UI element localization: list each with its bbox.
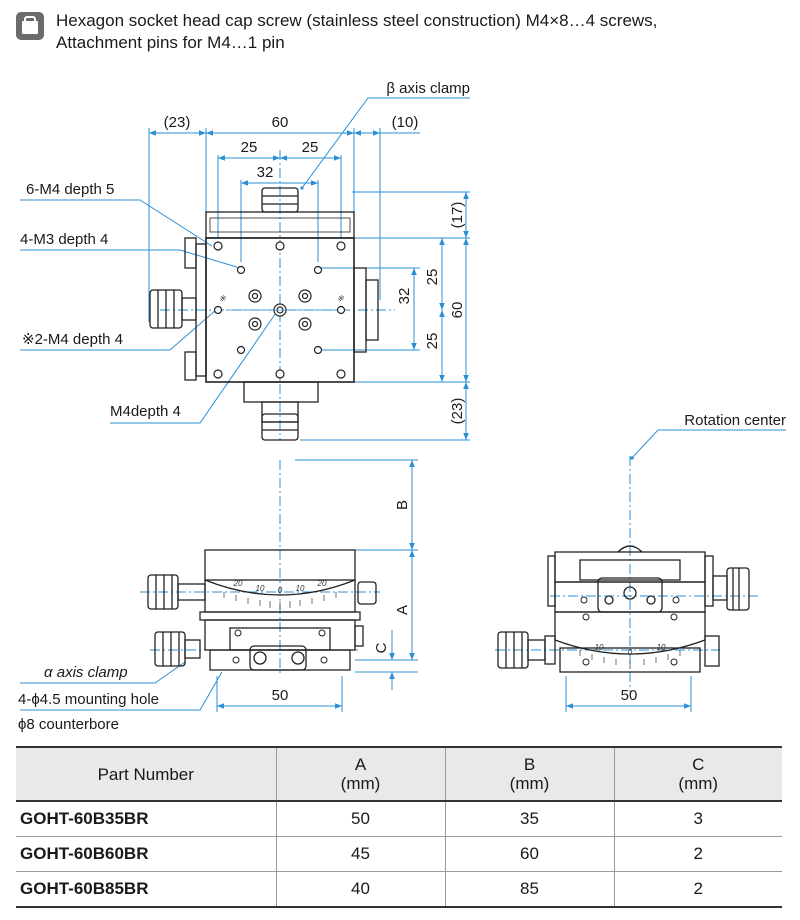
top-view: ※ ※ (23) 60 (10) 25 25 32 β axis clamp 6… — [20, 80, 470, 441]
rotation-center-label: Rotation center — [684, 412, 786, 429]
side-scale-0: 0 — [628, 648, 633, 657]
b-cell: 85 — [444, 871, 614, 908]
part-number-cell: GOHT-60B85BR — [16, 871, 276, 908]
vdim-60: 60 — [449, 302, 466, 319]
front-view: 20 10 0 10 20 B A C 50 α axis clamp 4-ϕ4… — [18, 459, 418, 733]
dim-25-left: 25 — [241, 139, 258, 156]
m3-holes-label: 4-M3 depth 4 — [20, 231, 108, 248]
front-scale — [223, 592, 337, 610]
side-dim-50: 50 — [621, 687, 638, 704]
table-row: GOHT-60B60BR 45 60 2 — [16, 836, 782, 872]
note-line-2: Attachment pins for M4…1 pin — [56, 33, 285, 52]
front-scale-20-left: 20 — [233, 579, 243, 588]
part-number-cell: GOHT-60B35BR — [16, 801, 276, 837]
dim-60: 60 — [272, 114, 289, 131]
front-dim-50: 50 — [272, 687, 289, 704]
dim-c: C — [373, 642, 390, 653]
dim-b: B — [394, 500, 411, 510]
header-a-label: A — [354, 755, 367, 774]
vdim-25-top: 25 — [424, 269, 441, 286]
header-a-unit: (mm) — [340, 774, 381, 793]
c-cell: 2 — [613, 871, 782, 908]
accessory-icon — [16, 12, 44, 40]
vdim-25-bottom: 25 — [424, 333, 441, 350]
header-a: A(mm) — [275, 746, 445, 802]
mounting-hole-label: 4-ϕ4.5 mounting hole — [18, 691, 159, 708]
a-cell: 40 — [275, 871, 445, 908]
b-cell: 35 — [444, 801, 614, 837]
table-row: GOHT-60B85BR 40 85 2 — [16, 871, 782, 908]
header-b-label: B — [523, 755, 536, 774]
header-part-number: Part Number — [16, 746, 276, 802]
dim-32: 32 — [257, 164, 274, 181]
spec-table: Part Number A(mm) B(mm) C(mm) GOHT-60B35… — [16, 746, 782, 908]
mark-left: ※ — [219, 294, 226, 303]
note-line-1: Hexagon socket head cap screw (stainless… — [56, 11, 658, 30]
accessory-text: Hexagon socket head cap screw (stainless… — [56, 10, 657, 54]
front-scale-10-left: 10 — [256, 584, 265, 593]
side-scale-10-left: 10 — [595, 643, 604, 652]
beta-clamp-label: β axis clamp — [386, 80, 470, 97]
header-b: B(mm) — [444, 746, 614, 802]
vdim-17: (17) — [449, 202, 466, 229]
a-cell: 50 — [275, 801, 445, 837]
dim-a: A — [394, 605, 411, 615]
alpha-clamp-label: α axis clamp — [44, 664, 128, 681]
dim-25-right: 25 — [302, 139, 319, 156]
vdim-32: 32 — [396, 288, 413, 305]
front-scale-10-right: 10 — [296, 584, 305, 593]
header-b-unit: (mm) — [509, 774, 550, 793]
front-scale-20-right: 20 — [317, 579, 327, 588]
dim-10: (10) — [392, 114, 419, 131]
side-scale-10-right: 10 — [657, 643, 666, 652]
front-scale-0: 0 — [278, 586, 283, 595]
vdim-23: (23) — [449, 398, 466, 425]
dim-23: (23) — [164, 114, 191, 131]
header-c-label: C — [692, 755, 705, 774]
a-cell: 45 — [275, 836, 445, 872]
c-cell: 3 — [613, 801, 782, 837]
technical-drawing: ※ ※ (23) 60 (10) 25 25 32 β axis clamp 6… — [18, 80, 786, 733]
table-row: GOHT-60B35BR 50 35 3 — [16, 801, 782, 837]
m4-mark-holes-label: ※2-M4 depth 4 — [22, 331, 123, 348]
counterbore-label: ϕ8 counterbore — [18, 716, 119, 733]
header-c-unit: (mm) — [678, 774, 719, 793]
m4-holes-label: 6-M4 depth 5 — [26, 181, 114, 198]
side-scale — [579, 650, 681, 668]
header-c: C(mm) — [613, 746, 782, 802]
spec-table-header: Part Number A(mm) B(mm) C(mm) — [16, 746, 782, 802]
center-hole-label: M4depth 4 — [110, 403, 181, 420]
c-cell: 2 — [613, 836, 782, 872]
mark-right: ※ — [337, 294, 344, 303]
side-view: 10 0 10 Rotation center 50 — [495, 412, 786, 712]
b-cell: 60 — [444, 836, 614, 872]
part-number-cell: GOHT-60B60BR — [16, 836, 276, 872]
